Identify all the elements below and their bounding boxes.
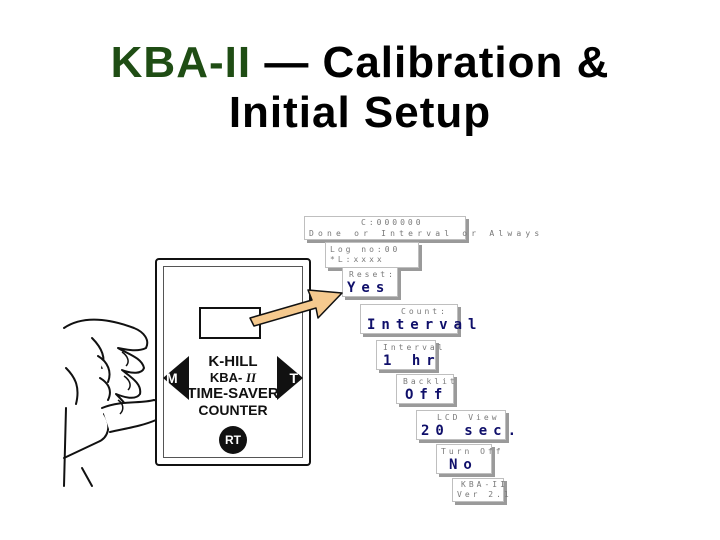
step-label: KBA-II — [461, 480, 508, 489]
rt-button[interactable]: RT — [219, 426, 247, 454]
step-value: Done or Interval or Always — [309, 229, 544, 238]
setup-step-lcd-view: LCD View 20 sec. — [416, 410, 516, 440]
step-value: Off — [405, 387, 449, 403]
setup-step-log: Log no:00 *L:xxxx — [325, 242, 419, 268]
t-button[interactable] — [277, 356, 303, 400]
step-label: Count: — [401, 307, 448, 316]
setup-step-count: Count: Interval — [360, 304, 476, 334]
device-line4: COUNTER — [198, 402, 268, 418]
counter-device: K-HILL KBA- II TIME-SAVER COUNTER M T RT — [155, 258, 311, 466]
setup-step-backlit: Backlit Off — [396, 374, 455, 404]
setup-step-reset: Reset: Yes — [342, 267, 398, 297]
hand-illustration — [63, 318, 164, 487]
step-value: *L:xxxx — [330, 255, 385, 264]
step-value: Ver 2.1 — [457, 490, 512, 499]
device-line3: TIME-SAVER — [187, 385, 279, 402]
m-button[interactable] — [163, 356, 189, 400]
step-value: 20 sec. — [421, 423, 523, 439]
step-value: Yes — [347, 280, 391, 296]
step-value: 1 hr — [383, 353, 441, 369]
arrow-icon — [249, 289, 343, 327]
device-model-suffix: II — [246, 370, 257, 385]
device-model-text: KBA- — [209, 370, 243, 385]
step-label: Reset: — [349, 270, 396, 279]
m-button-label: M — [166, 370, 178, 386]
setup-step-version: KBA-II Ver 2.1 — [452, 478, 509, 502]
setup-step-counter: C:000000 Done or Interval or Always — [304, 216, 539, 240]
step-label: Log no:00 — [330, 245, 401, 254]
device-brand: K-HILL — [208, 353, 258, 370]
slide-title: KBA-II — Calibration & Initial Setup — [0, 38, 720, 138]
setup-step-interval: Interval 1 hr — [376, 340, 443, 370]
device-model: KBA- II — [157, 370, 309, 386]
step-label: LCD View — [437, 413, 500, 422]
setup-step-turn-off: Turn Off No — [436, 444, 501, 474]
step-label: C:000000 — [361, 218, 424, 227]
title-line1-rest: — Calibration & — [251, 38, 610, 87]
lcd-window — [199, 307, 261, 339]
step-value: No — [449, 457, 478, 473]
step-label: Interval — [383, 343, 446, 352]
step-label: Turn Off — [441, 447, 504, 456]
title-line2: Initial Setup — [228, 88, 492, 137]
step-value: Interval — [367, 317, 483, 333]
title-product: KBA-II — [110, 38, 252, 87]
t-button-label: T — [289, 370, 298, 386]
step-label: Backlit — [403, 377, 458, 386]
